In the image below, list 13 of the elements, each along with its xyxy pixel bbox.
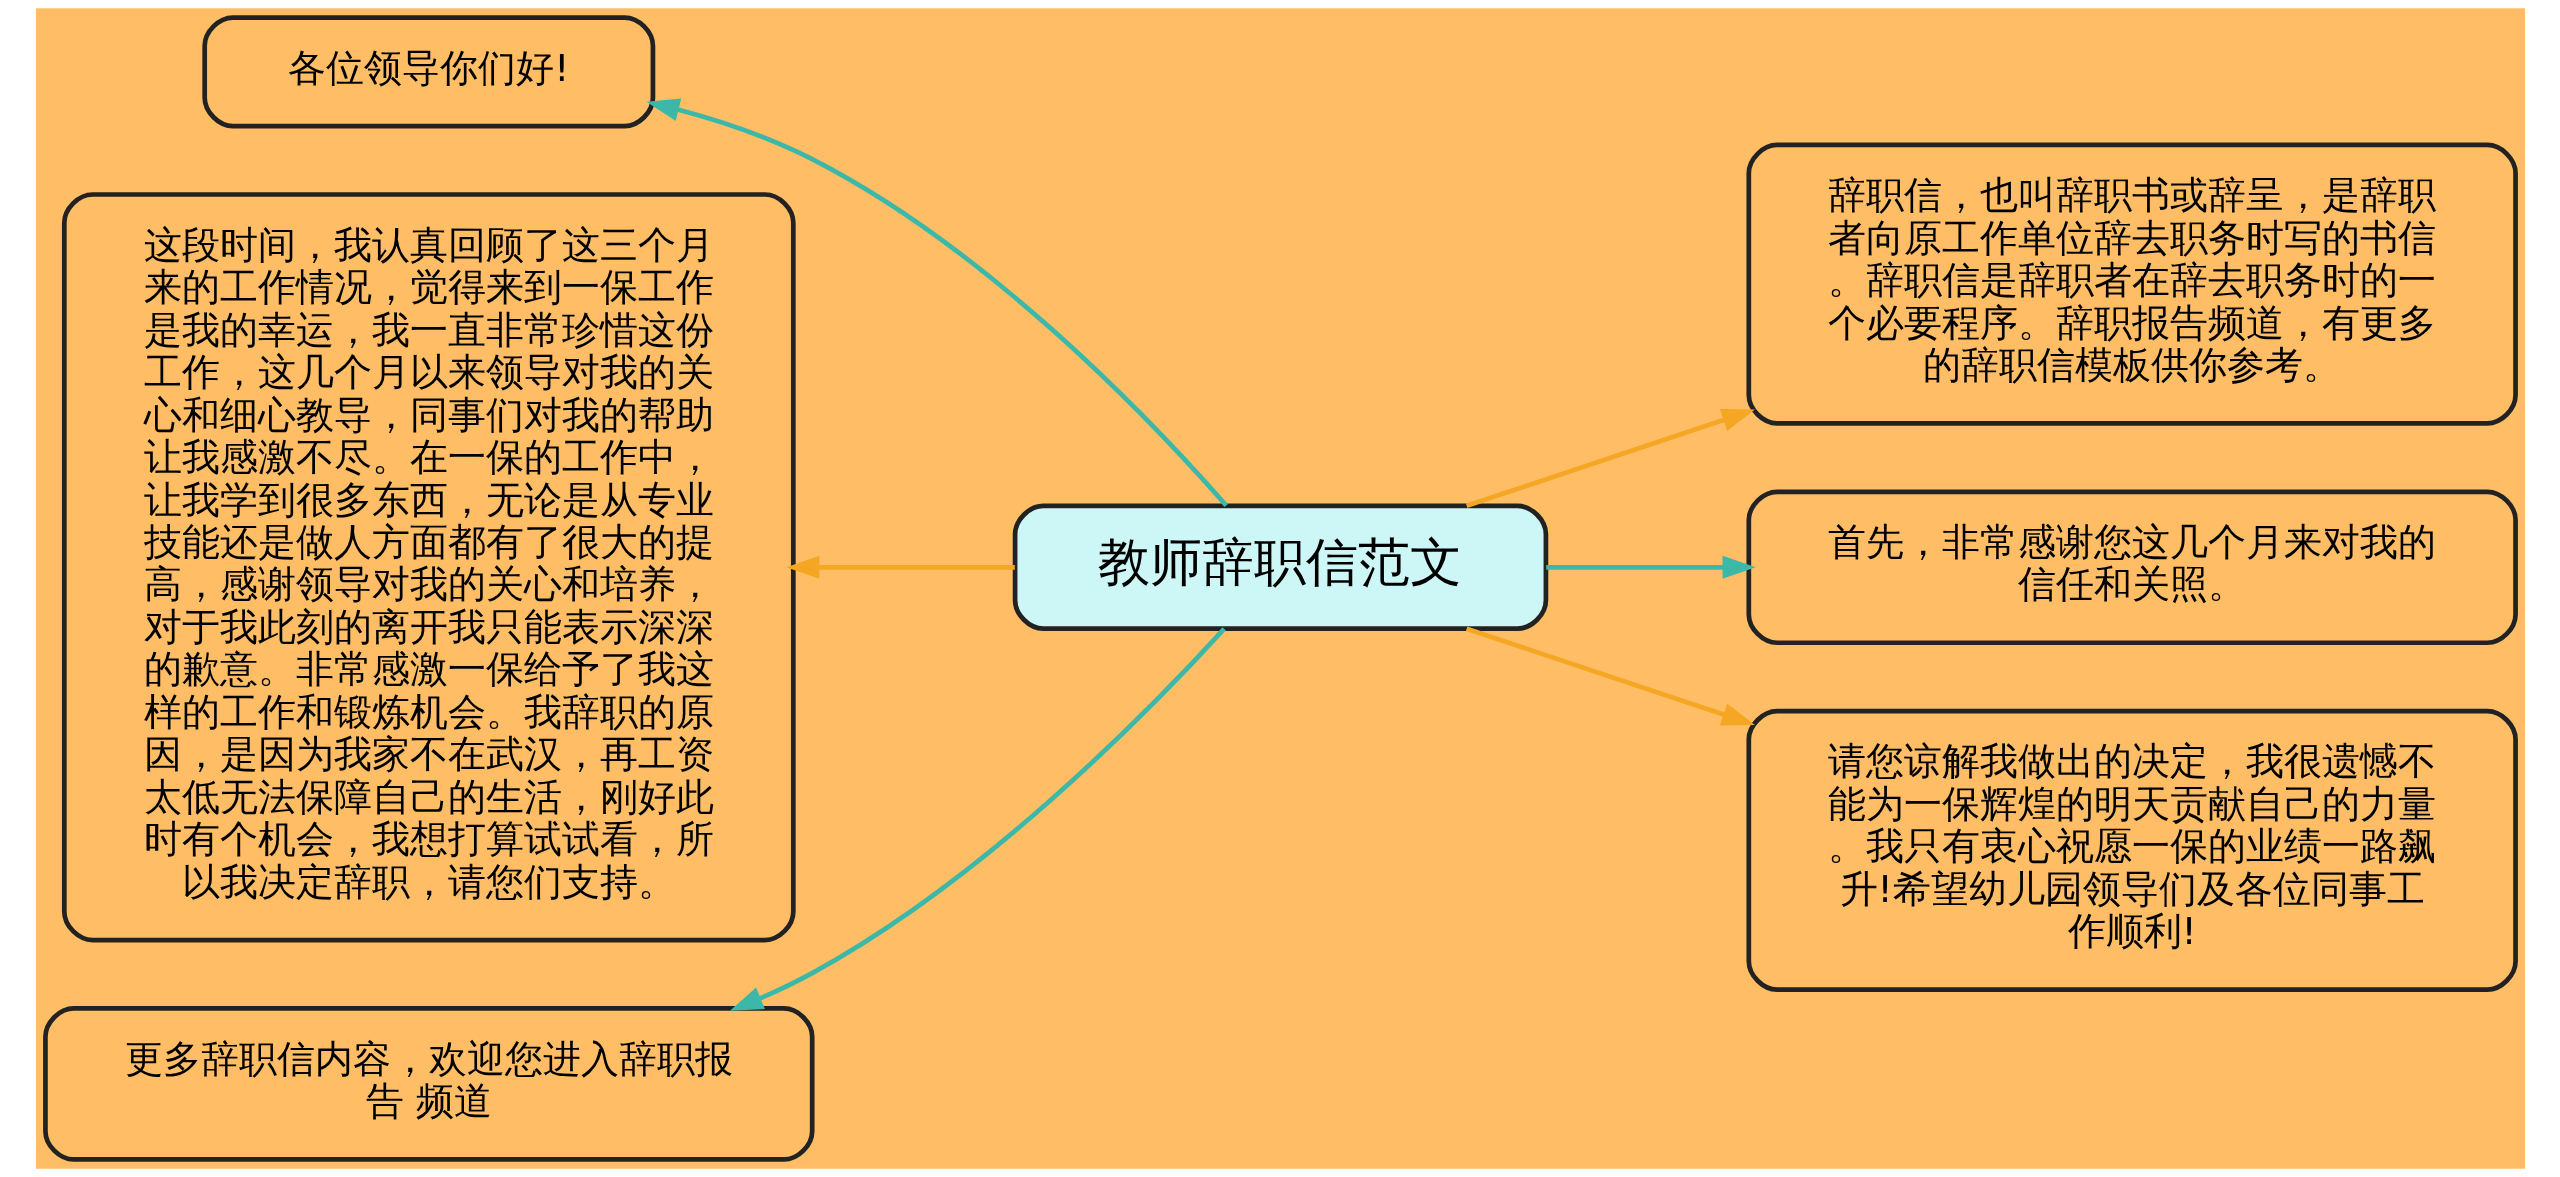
node-box: 这段时间，我认真回顾了这三个月来的工作情况，觉得来到一保工作是我的幸运，我一直非常珍惜这份工作，这几个月以来领导对我的关心和细心教导，同事们对我的帮助让我感激不尽。在一保的工作中，让我学到很多东西，无论是从专业技能还是做人方面都有了很大的提高，感谢领导对我的关心和培养，对于我此刻的离开我只能表示深深的歉意。非常感激一保给予了我这样的工作和锻炼机会。我辞职的原因，是因为我家不在武汉，再工资太低无法保障自己的生活，刚好此时有个机会，我想打算试试看，所以我决定辞职，请您们支持。	[61, 192, 796, 943]
arrow	[1465, 409, 1755, 509]
node-box: 教师辞职信范文	[1012, 503, 1548, 631]
arrow	[729, 627, 1226, 1011]
node-box: 各位领导你们好!	[201, 15, 655, 129]
arrow	[645, 98, 1228, 508]
arrow	[785, 555, 1015, 579]
node-box: 更多辞职信内容，欢迎您进入辞职报告 频道	[42, 1006, 815, 1162]
arrow	[1465, 626, 1755, 726]
node-box: 辞职信，也叫辞职书或辞呈，是辞职者向原工作单位辞去职务时写的书信。辞职信是辞职者在辞去职务时的一个必要程序。辞职报告频道，有更多的辞职信模板供你参考。	[1745, 142, 2518, 426]
arrow	[1545, 555, 1756, 579]
node-box: 首先，非常感谢您这几个月来对我的信任和关照。	[1745, 489, 2518, 646]
node-box: 请您谅解我做出的决定，我很遗憾不能为一保辉煌的明天贡献自己的力量。我只有衷心祝愿一保的业绩一路飙升!希望幼儿园领导们及各位同事工作顺利!	[1745, 708, 2518, 992]
